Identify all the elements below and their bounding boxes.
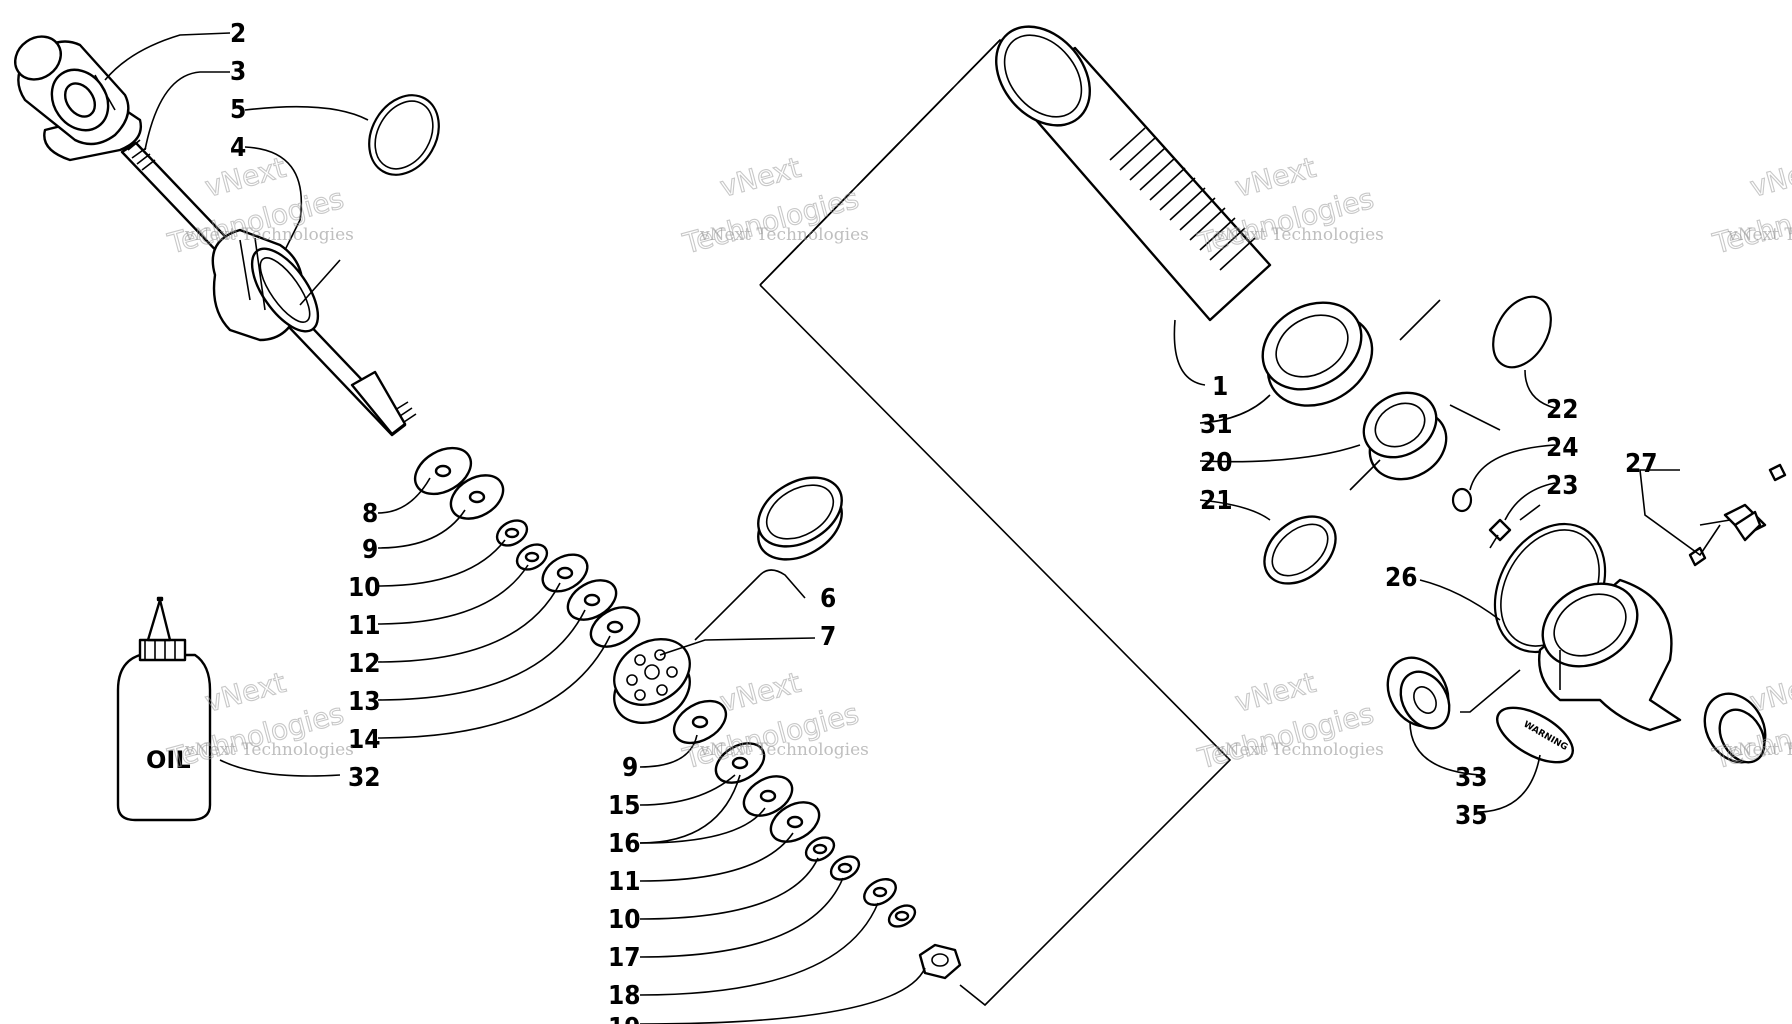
callout-23: 23 [1546, 471, 1579, 501]
callout-19: 19 [608, 1013, 641, 1024]
bushing-right [1703, 692, 1767, 764]
callout-21: 21 [1200, 486, 1233, 516]
watermark-text: vNext Technologies [1727, 740, 1792, 760]
watermark-text: vNext Technologies [1727, 225, 1792, 245]
callout-13: 13 [348, 687, 381, 717]
svg-text:vNext: vNext [1232, 666, 1320, 719]
watermark-text: vNext Technologies [699, 740, 869, 760]
warning-decal-part-35: WARNING [1496, 706, 1574, 764]
bushing-part-33 [1386, 656, 1451, 730]
reservoir-body [1538, 578, 1682, 732]
callout-9-upper: 9 [362, 535, 378, 565]
callout-10-lower: 10 [608, 905, 641, 935]
callout-17: 17 [608, 943, 641, 973]
callout-7: 7 [820, 622, 836, 652]
shaft-eye-part-2 [14, 35, 142, 162]
callout-35: 35 [1455, 801, 1488, 831]
callout-31: 31 [1200, 410, 1233, 440]
watermark-text: vNext Technologies [699, 225, 869, 245]
callout-5: 5 [230, 95, 246, 125]
svg-text:vNext: vNext [717, 151, 805, 204]
callout-15: 15 [608, 791, 641, 821]
watermark-text: vNext Technologies [1214, 740, 1384, 760]
watermark-text: vNext Technologies [184, 225, 354, 245]
bearing-cap-part-31 [1261, 301, 1374, 407]
callout-20: 20 [1200, 448, 1233, 478]
watermark-text: vNext Technologies [1214, 225, 1384, 245]
piston-part-7 [613, 638, 691, 724]
callout-14: 14 [348, 725, 381, 755]
callout-12: 12 [348, 649, 381, 679]
svg-text:vNext: vNext [717, 666, 805, 719]
svg-text:vNext: vNext [1232, 151, 1320, 204]
callout-32: 32 [348, 763, 381, 793]
svg-text:Technologies: Technologies [1194, 182, 1377, 261]
callout-11-upper: 11 [348, 611, 381, 641]
callout-11-lower: 11 [608, 867, 641, 897]
callout-26: 26 [1385, 563, 1418, 593]
leader-lines [104, 32, 1721, 1024]
svg-text:vNext: vNext [202, 666, 290, 719]
svg-text:Technologies: Technologies [679, 182, 862, 261]
callout-2: 2 [230, 19, 246, 49]
oil-bottle-part-32: OIL [116, 596, 212, 822]
svg-text:vNext: vNext [1747, 151, 1792, 204]
callout-3: 3 [230, 57, 246, 87]
ring-part-21 [1263, 515, 1337, 585]
shim-stack-upper [413, 446, 641, 648]
seal-part-20 [1362, 391, 1448, 481]
callout-18: 18 [608, 981, 641, 1011]
seal-head-part-4 [211, 228, 320, 342]
callout-9-lower: 9 [622, 753, 638, 783]
callout-8: 8 [362, 499, 378, 529]
valve-part-27 [1688, 463, 1787, 567]
callout-33: 33 [1455, 763, 1488, 793]
callout-numbers: 2 3 5 4 8 9 10 11 12 13 14 32 6 7 9 15 1… [230, 19, 1658, 1024]
callout-10-upper: 10 [348, 573, 381, 603]
o-ring-part-24 [1451, 487, 1473, 513]
shaft-assembly [14, 35, 440, 437]
piston-band-part-6 [757, 476, 843, 561]
callout-4: 4 [230, 133, 246, 163]
svg-text:vNext: vNext [1747, 666, 1792, 719]
callout-6: 6 [820, 584, 836, 614]
callout-16: 16 [608, 829, 641, 859]
svg-text:Technologies: Technologies [1194, 697, 1377, 776]
o-ring-part-5 [368, 94, 440, 176]
callout-1: 1 [1212, 372, 1228, 402]
o-ring-part-22 [1492, 295, 1552, 369]
callout-24: 24 [1546, 433, 1579, 463]
shim-stack-lower [672, 699, 962, 980]
screw-part-23 [1488, 518, 1512, 549]
watermark-text: vNext Technologies [184, 740, 354, 760]
cylinder-body-part-1 [995, 25, 1272, 322]
callout-27: 27 [1625, 449, 1658, 479]
oil-bottle-label: OIL [146, 746, 191, 774]
callout-22: 22 [1546, 395, 1579, 425]
